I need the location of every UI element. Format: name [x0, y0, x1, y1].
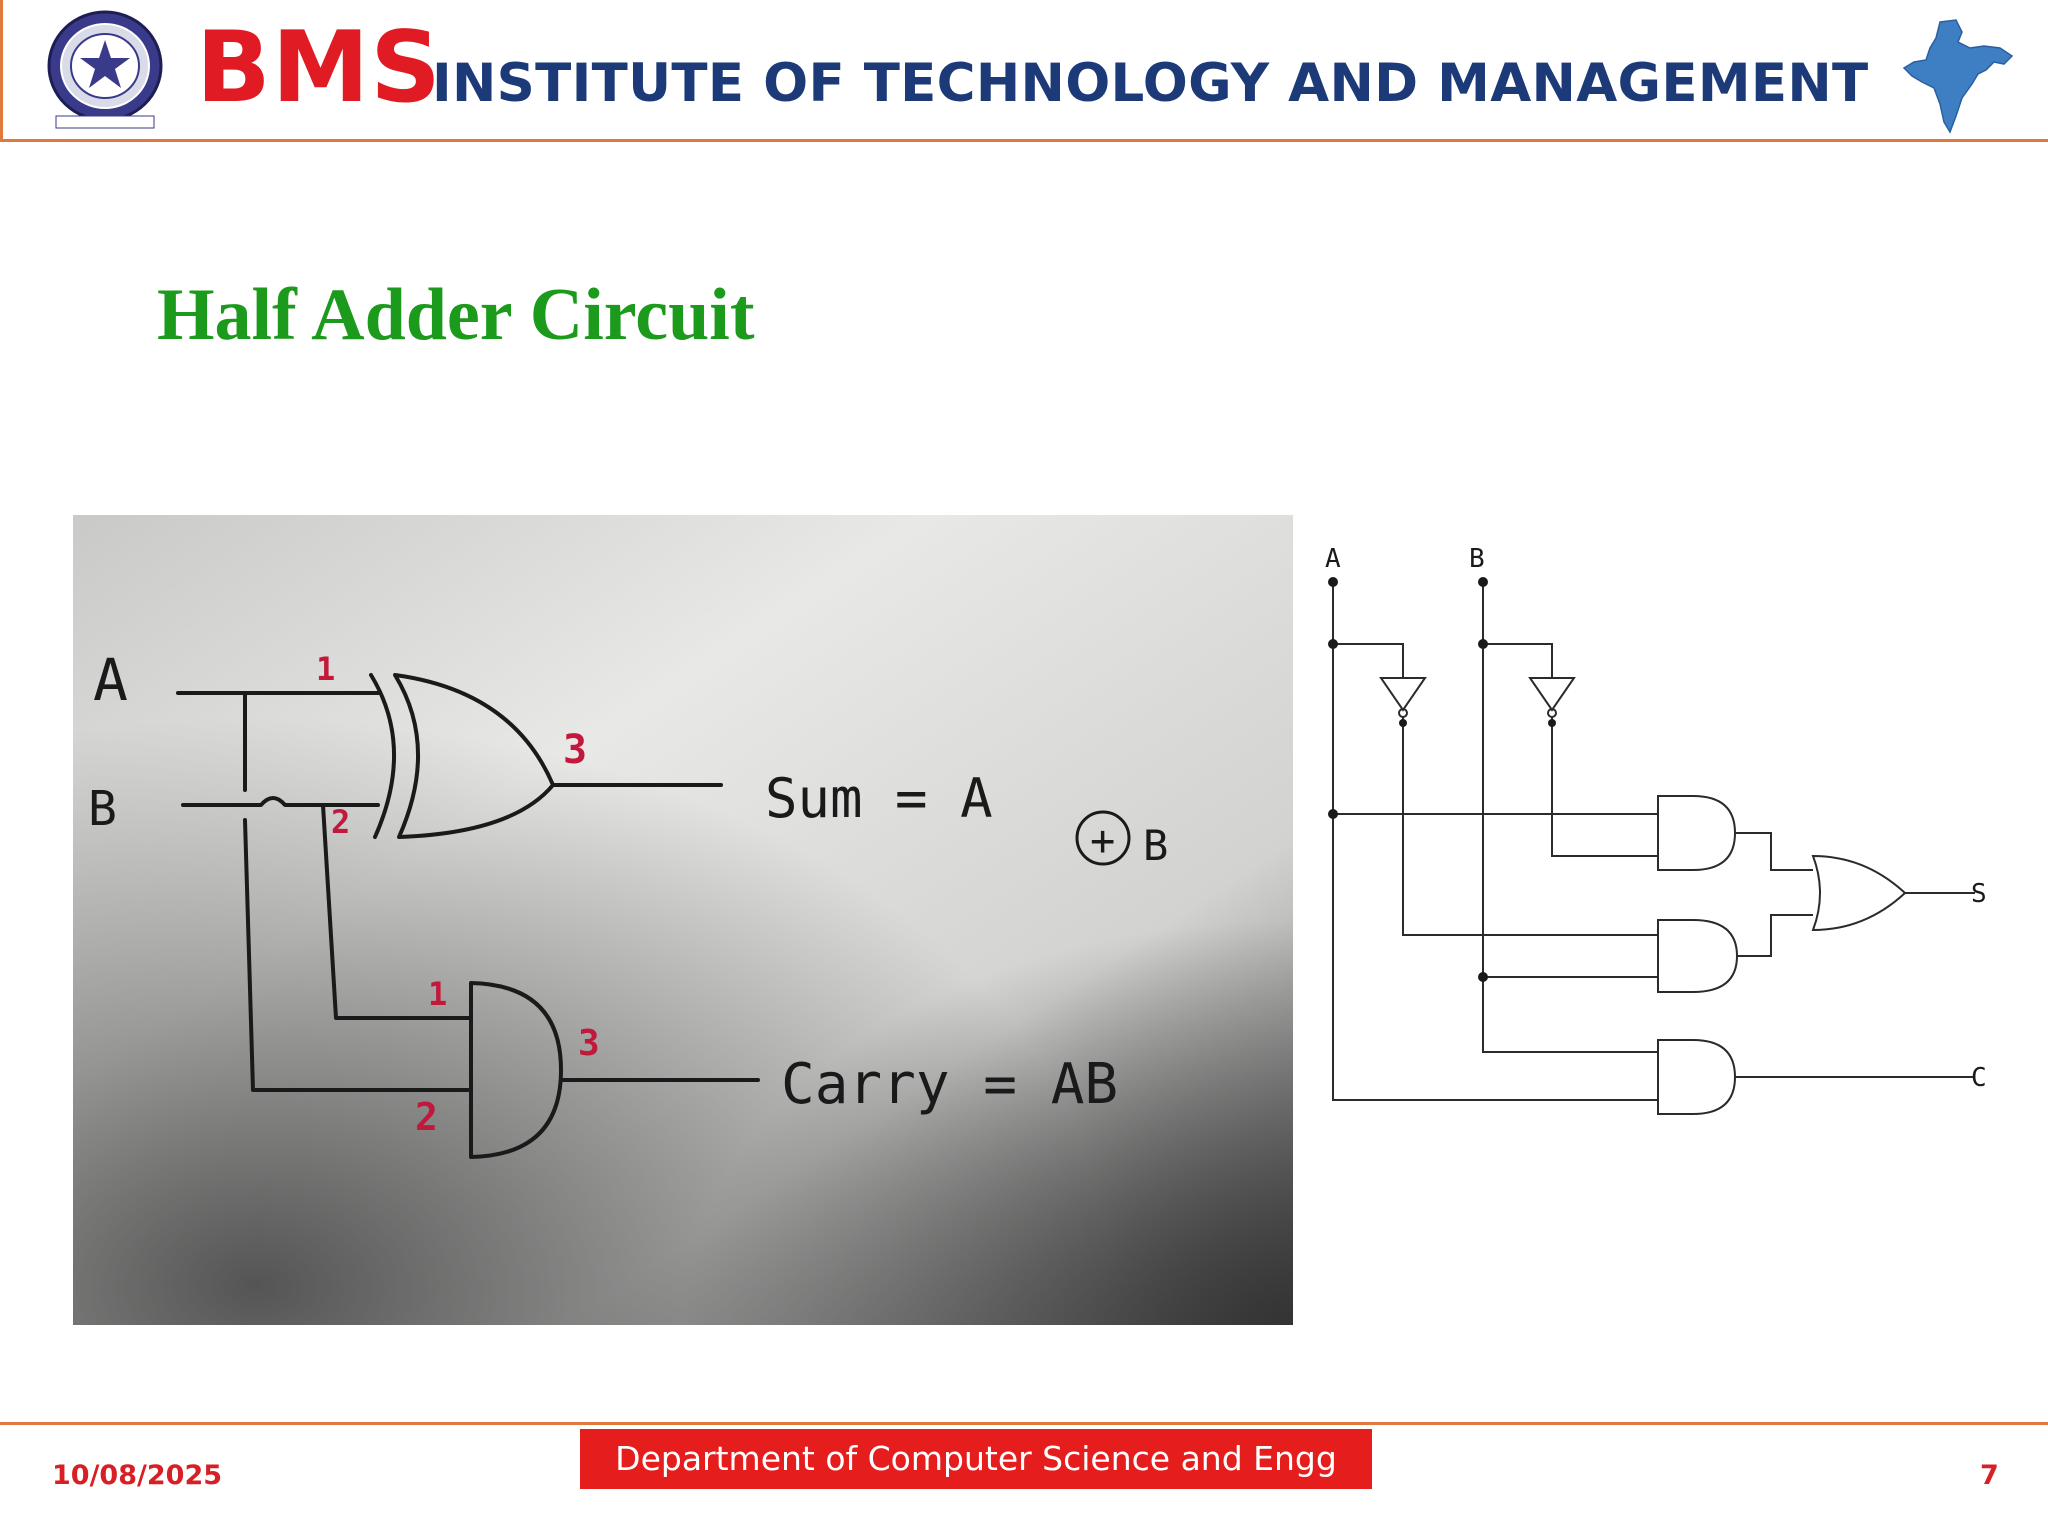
xor-pin-3: 3 [563, 727, 587, 773]
and-gate-3 [1657, 1039, 1737, 1115]
schematic-output-s: S [1971, 879, 1987, 909]
sum-equation: Sum = A [765, 767, 993, 830]
and-gate-2 [1657, 919, 1739, 993]
and-gate [469, 981, 563, 1159]
header-divider [0, 139, 2048, 142]
wire-b-branch [321, 803, 472, 1020]
and-pin-3: 3 [578, 1023, 600, 1064]
xor-pin-1: 1 [316, 650, 335, 688]
and-pin-1: 1 [428, 975, 447, 1013]
inverter-b [1528, 677, 1576, 712]
department-banner: Department of Computer Science and Engg [580, 1429, 1372, 1489]
and-gate-1 [1657, 795, 1737, 871]
schematic-wire-gate1-or [1735, 832, 1813, 871]
slide-title: Half Adder Circuit [157, 274, 755, 356]
hand-drawn-circuit-photo: A B Sum = A + B Carry = AB 1 2 3 1 2 3 [73, 515, 1293, 1325]
sum-operand-b: B [1143, 821, 1168, 870]
schematic-input-a: A [1325, 544, 1341, 574]
schematic-wire-a [1332, 582, 1658, 1101]
schematic-wire-a-tap [1333, 643, 1404, 678]
carry-equation: Carry = AB [781, 1052, 1118, 1117]
xor-gate [393, 673, 555, 839]
wire-b [181, 796, 380, 807]
xor-gate-back-curve [369, 673, 396, 839]
xor-circle-icon [1075, 810, 1131, 866]
inverter-a [1379, 677, 1427, 712]
schematic-wire-b-tap [1483, 643, 1553, 678]
schematic-wire-b [1482, 582, 1658, 1053]
schematic-wire-not-b [1551, 717, 1658, 857]
page-number: 7 [1980, 1460, 1999, 1491]
india-map-icon [1902, 19, 2014, 134]
schematic-input-b: B [1469, 544, 1485, 574]
schematic-wire-gate2-or [1737, 914, 1813, 957]
institute-seal-logo [47, 10, 163, 129]
brand-name: BMS [196, 11, 442, 125]
wire-a-branch [243, 691, 470, 1092]
photo-label-b: B [88, 781, 117, 837]
gate-level-schematic: A B S C [1325, 544, 1987, 1115]
or-gate [1811, 854, 1907, 932]
xor-symbol: + [1090, 816, 1115, 865]
schematic-output-c: C [1971, 1063, 1987, 1093]
footer-date: 10/08/2025 [52, 1460, 223, 1491]
footer-divider [0, 1422, 2048, 1425]
photo-label-a: A [93, 646, 128, 714]
and-pin-2: 2 [415, 1095, 438, 1139]
schematic-wire-not-a [1402, 717, 1658, 936]
header-left-rule [0, 0, 3, 142]
institute-name: INSTITUTE OF TECHNOLOGY AND MANAGEMENT [432, 53, 1869, 114]
xor-pin-2: 2 [331, 803, 350, 841]
